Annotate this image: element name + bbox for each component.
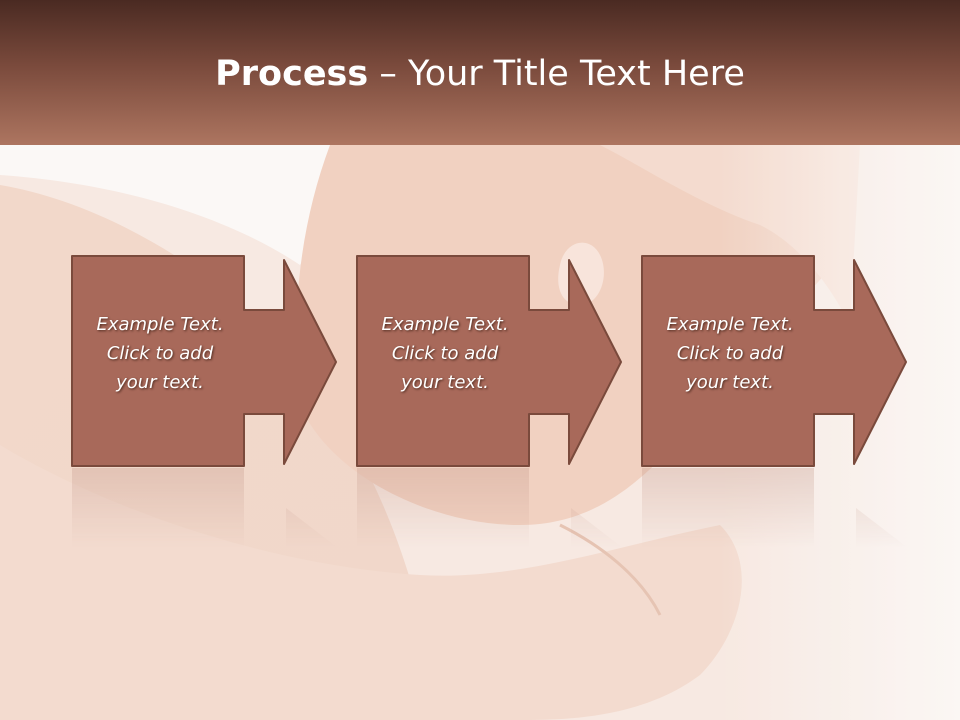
arrow-box-shape — [641, 255, 907, 467]
process-step[interactable]: Example Text. Click to add your text. — [641, 255, 912, 468]
process-step-reflection — [642, 468, 912, 548]
arrow-box-shape — [356, 255, 622, 467]
arrow-box-shape — [71, 255, 337, 467]
process-step[interactable]: Example Text. Click to add your text. — [71, 255, 342, 468]
title-regular-part: – Your Title Text Here — [368, 54, 745, 94]
step-text[interactable]: Example Text. Click to add your text. — [666, 314, 794, 393]
title-banner: Process – Your Title Text Here — [0, 0, 960, 145]
process-step-reflection — [72, 468, 342, 548]
title-bold-part: Process — [215, 54, 369, 94]
step-text[interactable]: Example Text. Click to add your text. — [381, 314, 509, 393]
process-step-reflection — [357, 468, 627, 548]
slide-title[interactable]: Process – Your Title Text Here — [0, 50, 960, 98]
process-step[interactable]: Example Text. Click to add your text. — [356, 255, 627, 468]
step-text[interactable]: Example Text. Click to add your text. — [96, 314, 224, 393]
